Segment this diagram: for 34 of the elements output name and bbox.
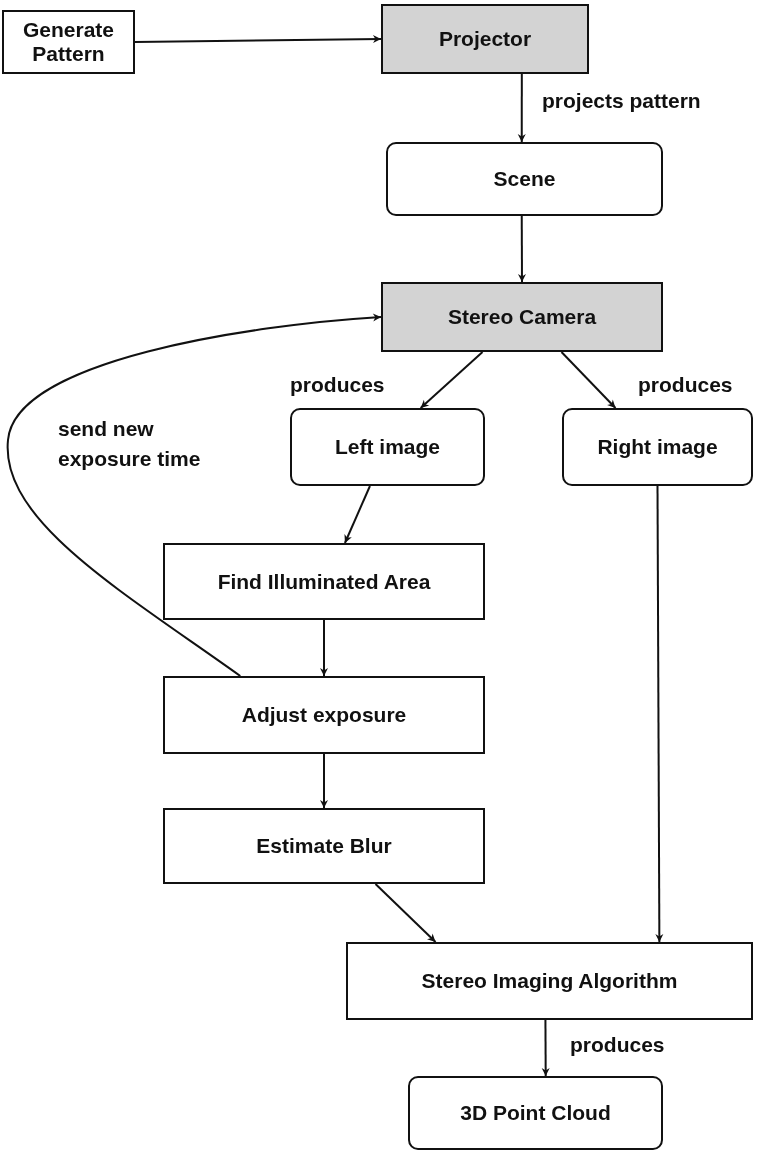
device-box [381, 4, 589, 74]
arrow [374, 883, 437, 943]
rounded-box [386, 142, 663, 216]
arrow [320, 753, 328, 809]
rounded-box [408, 1076, 663, 1150]
arrow [343, 485, 371, 544]
rounded-box [562, 408, 753, 486]
node-label: Left image [334, 435, 441, 459]
node-label: Scene [492, 167, 557, 191]
arrow [134, 35, 382, 44]
arrow [655, 485, 664, 943]
node-label: 3D Point Cloud [459, 1101, 612, 1125]
arrow [560, 351, 617, 409]
node-label: Right image [596, 435, 719, 459]
process-box [163, 543, 485, 620]
process-box [346, 942, 753, 1020]
node-label: Projector [437, 27, 533, 51]
device-box [381, 282, 663, 352]
node-label: Estimate Blur [255, 834, 393, 858]
arrow [419, 351, 484, 409]
node-label: Generate Pattern [21, 18, 115, 66]
node-label: Adjust exposure [240, 703, 408, 727]
process-box [2, 10, 135, 74]
arrow [320, 619, 328, 677]
node-label: Stereo Imaging Algorithm [420, 969, 679, 993]
rounded-box [290, 408, 485, 486]
process-box [163, 676, 485, 754]
process-box [163, 808, 485, 884]
curved-arrow [7, 313, 382, 677]
arrow [541, 1019, 550, 1077]
node-label: Stereo Camera [446, 305, 598, 329]
arrow [517, 215, 526, 283]
arrow [517, 73, 526, 143]
node-label: Find Illuminated Area [216, 569, 432, 594]
